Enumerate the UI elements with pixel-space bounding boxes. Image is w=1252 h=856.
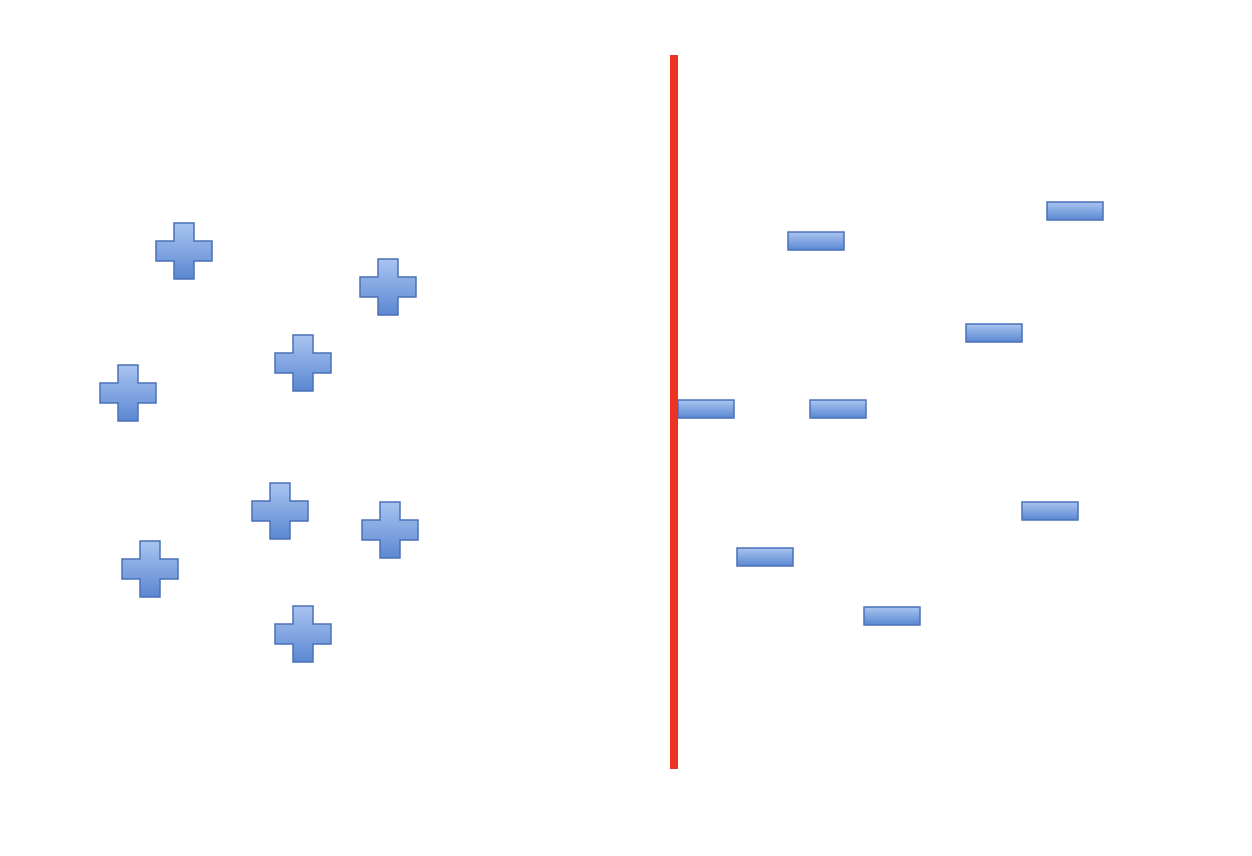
plus-icon xyxy=(99,364,157,422)
negative-points xyxy=(677,201,1104,626)
plus-icon xyxy=(359,258,417,316)
minus-icon xyxy=(736,547,794,567)
plus-icon xyxy=(274,605,332,663)
minus-icon xyxy=(965,323,1023,343)
minus-icon xyxy=(677,399,735,419)
plus-icon xyxy=(121,540,179,598)
minus-icon xyxy=(1021,501,1079,521)
minus-icon xyxy=(863,606,921,626)
minus-icon xyxy=(787,231,845,251)
positive-points xyxy=(99,222,419,663)
plus-icon xyxy=(251,482,309,540)
plus-icon xyxy=(155,222,213,280)
plus-icon xyxy=(361,501,419,559)
minus-icon xyxy=(809,399,867,419)
plus-icon xyxy=(274,334,332,392)
minus-icon xyxy=(1046,201,1104,221)
